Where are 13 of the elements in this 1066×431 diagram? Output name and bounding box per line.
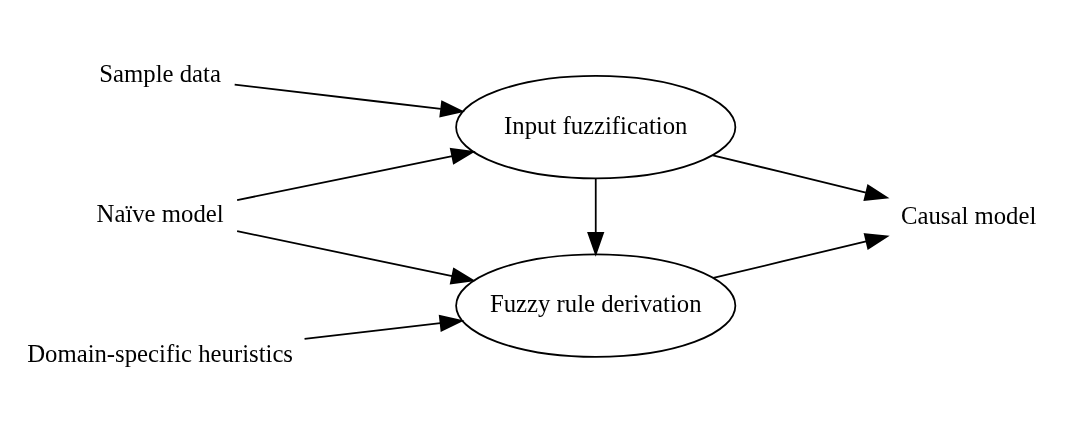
node-text: Sample data [99,60,221,88]
arrow [236,147,476,201]
arrow [587,177,605,257]
node-text: Causal model [900,201,1037,229]
node-text: Naïve model [96,200,224,228]
node-ellipse: Input fuzzification [455,75,737,180]
arrow [236,230,476,285]
node-text: Domain-specific heuristics [27,339,293,367]
node-ellipse: Fuzzy rule derivation [455,253,737,358]
arrow [233,83,465,118]
arrow [712,233,890,279]
arrow [711,154,890,201]
arrow [303,314,465,340]
